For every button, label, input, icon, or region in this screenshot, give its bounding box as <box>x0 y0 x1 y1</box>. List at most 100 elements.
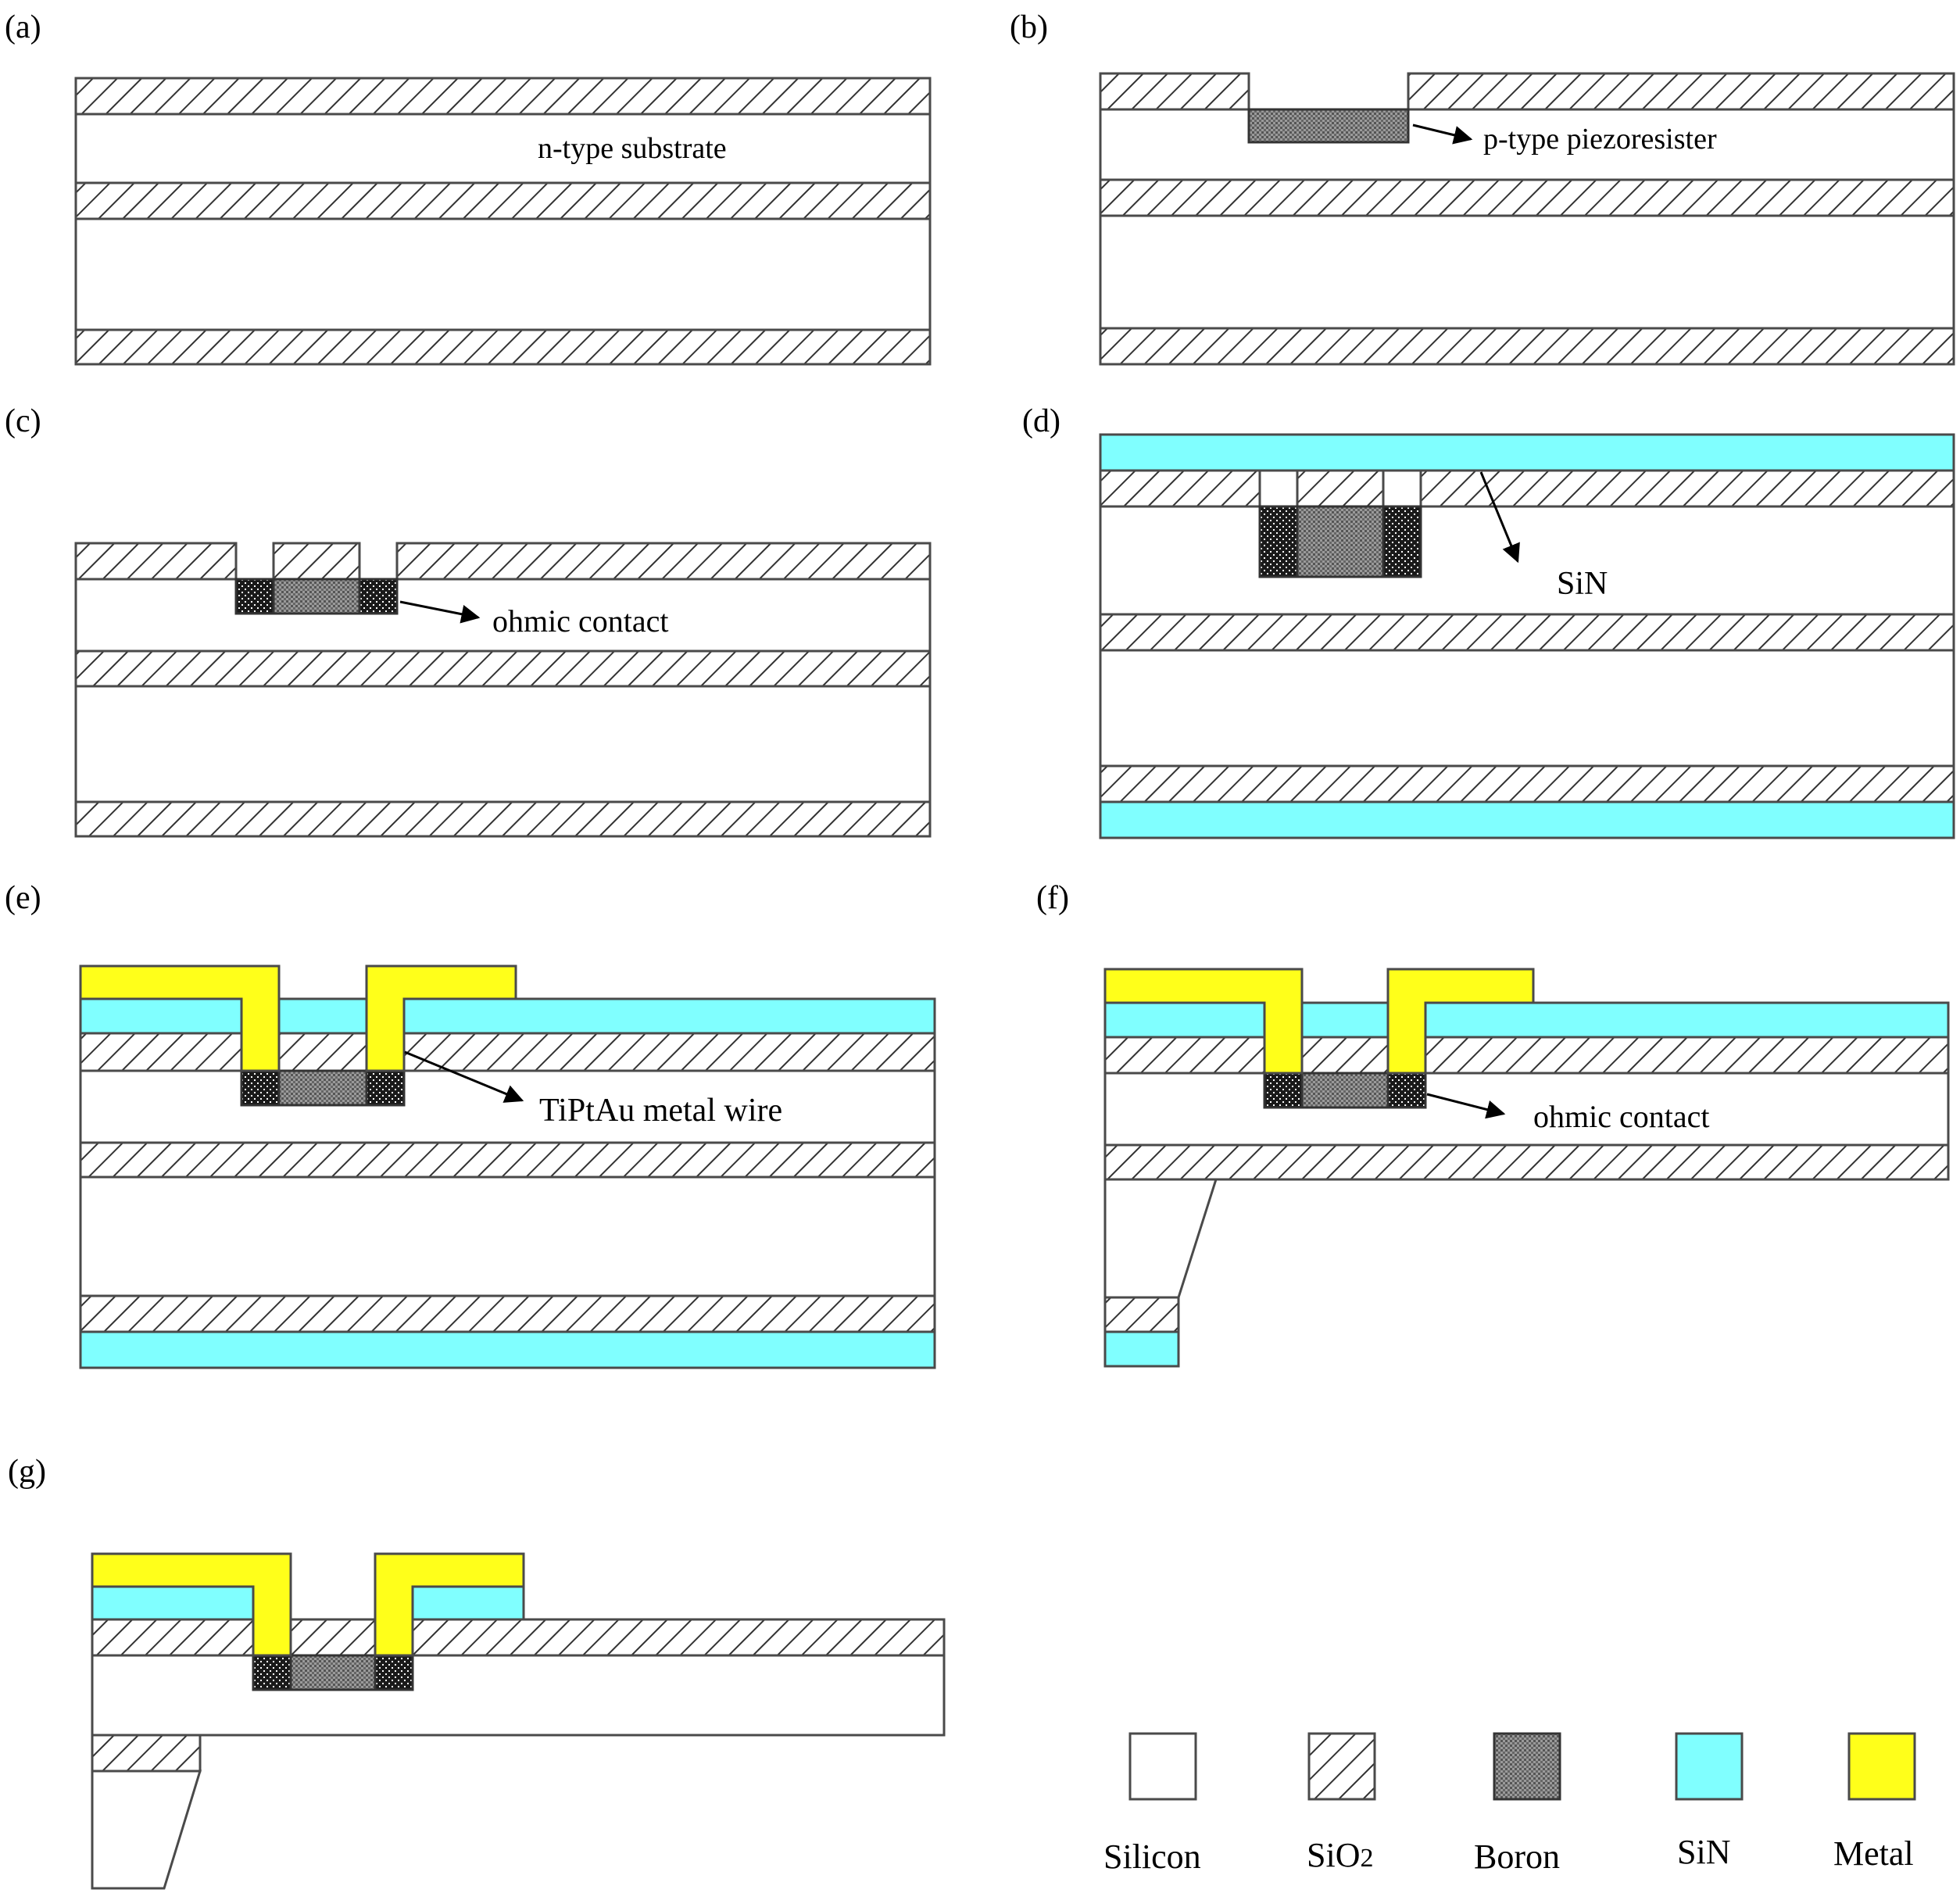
sin-layer-bottom <box>1099 800 1955 839</box>
silicon-handle-layer <box>74 685 932 803</box>
panel-f-label: (f) <box>1036 880 1069 916</box>
sio2-layer-top <box>91 1618 946 1657</box>
metal-wire-right <box>374 1552 525 1657</box>
silicon-handle-remaining <box>91 1770 202 1890</box>
sio2-layer-bottom <box>79 1294 936 1333</box>
ohmic-contact-label: ohmic contact <box>492 603 668 639</box>
sio2-layer-bottom <box>1103 1296 1180 1333</box>
sin-layer-top <box>1103 1001 1950 1039</box>
annotation-arrow <box>1412 123 1473 145</box>
boron-piezoresistor <box>272 578 361 615</box>
silicon-handle-layer <box>74 217 932 331</box>
boron-piezoresistor <box>1247 108 1410 144</box>
legend-swatch-sin <box>1675 1732 1744 1801</box>
panel-e: (e) TiPtAu metal wire <box>5 880 936 1369</box>
ohmic-contact-left <box>240 1069 281 1107</box>
silicon-device-layer <box>1099 108 1955 181</box>
sio2-buried-layer <box>79 1141 936 1179</box>
metal-wire-left <box>79 964 281 1072</box>
sin-layer-top <box>1099 433 1955 472</box>
annotation-arrow <box>399 600 481 624</box>
sio2-layer-top-seg3 <box>395 542 932 581</box>
silicon-handle-layer <box>1099 649 1955 768</box>
sio2-layer-bottom <box>1099 764 1955 803</box>
ohmic-contact-left <box>234 578 275 615</box>
ohmic-contact-right <box>365 1069 406 1107</box>
sio2-buried-layer <box>1103 1143 1950 1181</box>
ohmic-contact-left <box>252 1654 292 1691</box>
ohmic-contact-right <box>1382 505 1422 578</box>
panel-e-label: (e) <box>5 880 41 916</box>
sin-layer-bottom <box>1103 1330 1180 1368</box>
boron-piezoresistor <box>1296 505 1385 578</box>
sio2-layer-bottom <box>74 328 932 366</box>
sio2-layer-top <box>79 1032 936 1072</box>
silicon-device-layer <box>91 1654 946 1737</box>
sio2-buried-layer <box>1099 178 1955 217</box>
legend-item-sin: SiN <box>1675 1732 1744 1871</box>
panel-a-label: (a) <box>5 9 41 45</box>
piezoresistor-label: p-type piezoresister <box>1483 123 1717 156</box>
sin-layer-bottom <box>79 1330 936 1369</box>
ohmic-contact-left <box>1263 1072 1304 1109</box>
panel-c-label: (c) <box>5 403 41 439</box>
ohmic-contact-label: ohmic contact <box>1533 1099 1709 1134</box>
sin-layer-top-left <box>91 1585 255 1621</box>
ohmic-contact-right <box>358 578 399 615</box>
sio2-layer-top-seg1 <box>74 542 238 581</box>
legend-label-metal: Metal <box>1833 1834 1914 1873</box>
metal-wire-left <box>1103 968 1304 1075</box>
sio2-buried-layer <box>1099 613 1955 652</box>
sio2-layer-bottom <box>1099 327 1955 366</box>
sio2-layer-top <box>74 77 932 116</box>
legend-swatch-silicon <box>1128 1732 1197 1801</box>
silicon-device-layer <box>1103 1072 1950 1147</box>
panel-a: (a) n-type substrate <box>5 9 932 366</box>
ohmic-contact-left <box>1258 505 1299 578</box>
boron-piezoresistor <box>1300 1072 1390 1109</box>
metal-wire-left <box>91 1552 292 1657</box>
panel-g: (g) <box>8 1454 946 1890</box>
legend-item-metal: Metal <box>1833 1732 1916 1873</box>
metal-wire-right <box>365 964 517 1072</box>
sin-layer-top <box>79 997 936 1035</box>
silicon-handle-remaining <box>1103 1178 1218 1299</box>
legend-item-boron: Boron <box>1474 1732 1561 1876</box>
sio2-layer-top-right <box>1407 72 1955 111</box>
legend-label-boron: Boron <box>1474 1838 1560 1876</box>
boron-piezoresistor <box>289 1654 377 1691</box>
ohmic-contact-right <box>374 1654 414 1691</box>
panel-d-label: (d) <box>1022 403 1060 439</box>
sio2-layer-bottom <box>74 800 932 838</box>
silicon-device-layer <box>1099 505 1955 616</box>
sio2-buried-layer <box>74 649 932 688</box>
sio2-layer-top <box>1103 1036 1950 1075</box>
legend-swatch-metal <box>1847 1732 1916 1801</box>
silicon-handle-layer <box>79 1176 936 1297</box>
sin-layer-top-right <box>411 1585 525 1621</box>
legend-swatch-sio2 <box>1307 1732 1376 1801</box>
legend-label-sin: SiN <box>1677 1833 1730 1871</box>
contact-window-right <box>1382 469 1422 508</box>
panel-d: (d) SiN <box>1022 403 1955 839</box>
sio2-buried-layer-remaining <box>91 1734 202 1773</box>
annotation-arrow <box>1479 471 1520 564</box>
legend-label-silicon: Silicon <box>1103 1838 1201 1876</box>
silicon-device-layer <box>74 578 932 653</box>
sin-label: SiN <box>1557 566 1608 602</box>
substrate-label: n-type substrate <box>538 132 727 165</box>
silicon-device-layer <box>79 1069 936 1144</box>
boron-piezoresistor <box>277 1069 368 1107</box>
legend-item-sio2: SiO2 <box>1307 1732 1376 1874</box>
sio2-layer-top <box>1099 469 1955 508</box>
legend-item-silicon: Silicon <box>1103 1732 1201 1876</box>
metal-wire-label: TiPtAu metal wire <box>539 1093 782 1129</box>
sio2-buried-layer <box>74 181 932 220</box>
legend-label-sio2: SiO2 <box>1307 1836 1373 1874</box>
panel-b: (b) p-type piezoresister <box>1010 9 1955 366</box>
panel-c: (c) ohmic contact <box>5 403 932 838</box>
panel-f: (f) ohmic contact <box>1036 880 1950 1368</box>
panel-b-label: (b) <box>1010 9 1048 45</box>
ohmic-contact-right <box>1386 1072 1427 1109</box>
